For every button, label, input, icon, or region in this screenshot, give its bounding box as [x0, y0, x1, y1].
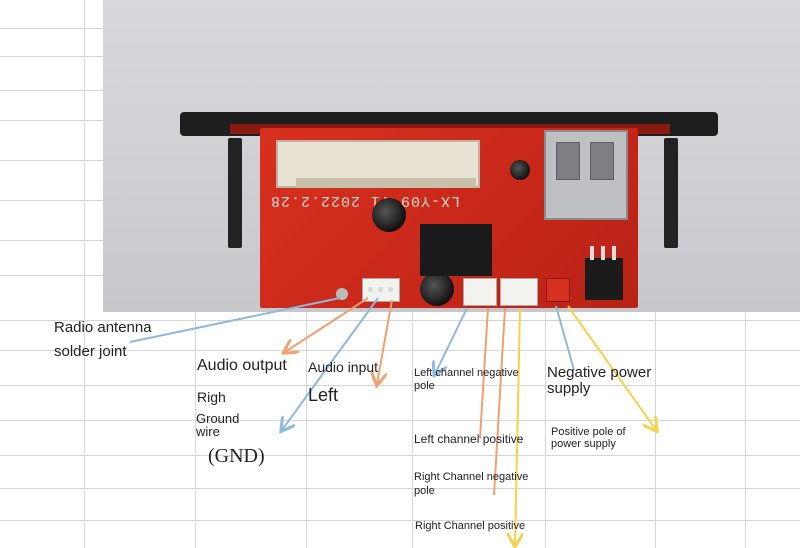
label-left: Left — [308, 385, 339, 405]
usb-port — [544, 130, 628, 220]
label-negative-power-2: supply — [547, 380, 591, 397]
arrow-left-negative — [435, 307, 468, 374]
label-audio-output: Audio output — [197, 357, 287, 374]
arrow-right-positive — [515, 307, 520, 545]
audio-output-connector — [362, 278, 400, 302]
arrow-audio-input — [377, 299, 393, 384]
label-gnd: (GND) — [208, 445, 265, 467]
arrow-right-negative — [493, 307, 506, 496]
label-ground: Ground — [196, 411, 240, 426]
label-left-negative-2: pole — [414, 380, 435, 392]
bluetooth-chip — [420, 224, 492, 276]
label-right-positive: Right Channel positive — [415, 520, 526, 532]
capacitor — [510, 160, 530, 180]
label-righ: Righ — [197, 389, 226, 405]
label-left-positive: Left channel positive — [414, 432, 524, 446]
label-negative-power: Negative power — [547, 364, 652, 381]
label-audio-input: Audio input — [308, 359, 379, 375]
capacitor — [372, 198, 406, 232]
label-positive-power-2: power supply — [551, 438, 616, 450]
label-right-negative-2: pole — [414, 485, 435, 497]
label-radio-antenna-2: solder joint — [54, 343, 127, 360]
label-radio-antenna: Radio antenna — [54, 319, 152, 336]
label-left-negative: Left channel negative — [414, 367, 519, 379]
label-positive-power: Positive pole of — [551, 426, 626, 438]
mount-bracket-left — [228, 138, 242, 248]
mount-bracket-right — [664, 138, 678, 248]
label-right-negative: Right Channel negative — [414, 471, 529, 483]
board-silkscreen: LX-Y09 V1 2022.2.28 — [270, 192, 461, 209]
voltage-regulator — [585, 258, 623, 300]
left-channel-connector — [463, 278, 497, 306]
arrow-negative-power — [555, 305, 575, 371]
antenna-solder-pad — [336, 288, 348, 300]
label-ground-2: wire — [196, 424, 220, 439]
right-channel-connector — [500, 278, 538, 306]
capacitor — [420, 272, 454, 306]
power-connector — [546, 278, 570, 302]
